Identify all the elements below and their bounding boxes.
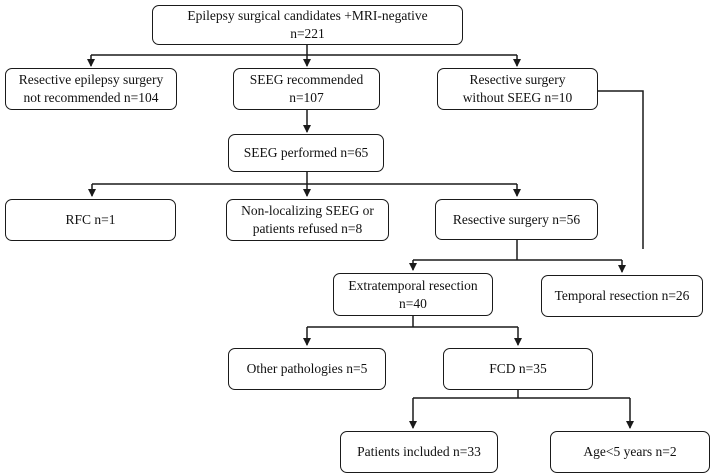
connector-without-seeg-path (598, 90, 644, 249)
node-resective-surgery: Resective surgery n=56 (435, 199, 598, 240)
node-rfc-line1: RFC n=1 (65, 212, 116, 227)
node-included: Patients included n=33 (340, 431, 498, 473)
node-resective-without-seeg-line1: Resective surgery (469, 72, 566, 87)
node-rfc: RFC n=1 (5, 199, 176, 241)
node-included-line1: Patients included n=33 (357, 444, 481, 459)
node-extratemporal-line2: n=40 (399, 295, 427, 311)
node-resective-without-seeg-line2: without SEEG n=10 (462, 90, 573, 105)
node-not-recommended-line2: not recommended n=104 (23, 90, 159, 105)
node-age-under5-line1: Age<5 years n=2 (583, 444, 677, 459)
node-seeg-recommended-line2: n=107 (289, 90, 324, 105)
node-extratemporal-line1: Extratemporal resection (348, 277, 478, 293)
node-fcd: FCD n=35 (443, 348, 593, 390)
node-fcd-line1: FCD n=35 (489, 361, 547, 376)
node-age-under5: Age<5 years n=2 (550, 431, 710, 473)
node-seeg-performed: SEEG performed n=65 (228, 134, 384, 172)
node-temporal-line1: Temporal resection n=26 (554, 288, 690, 303)
node-seeg-performed-line1: SEEG performed n=65 (243, 145, 369, 160)
node-seeg-recommended-line1: SEEG recommended (249, 72, 364, 87)
node-resective-without-seeg: Resective surgery without SEEG n=10 (437, 68, 598, 110)
node-root: Epilepsy surgical candidates +MRI-negati… (152, 5, 463, 45)
node-resective-surgery-line1: Resective surgery n=56 (452, 211, 581, 227)
node-non-localizing-line1: Non-localizing SEEG or (241, 203, 374, 218)
node-not-recommended: Resective epilepsy surgery not recommend… (5, 68, 177, 110)
node-temporal: Temporal resection n=26 (541, 275, 703, 317)
node-root-line1: Epilepsy surgical candidates +MRI-negati… (187, 8, 428, 23)
node-non-localizing-line2: patients refused n=8 (252, 221, 363, 236)
node-extratemporal: Extratemporal resection n=40 (333, 273, 493, 316)
node-other-pathologies-line1: Other pathologies n=5 (246, 361, 368, 376)
node-root-line2: n=221 (290, 26, 325, 41)
node-other-pathologies: Other pathologies n=5 (228, 348, 386, 390)
node-seeg-recommended: SEEG recommended n=107 (233, 68, 380, 110)
node-not-recommended-line1: Resective epilepsy surgery (18, 72, 164, 87)
node-non-localizing: Non-localizing SEEG or patients refused … (226, 199, 389, 241)
